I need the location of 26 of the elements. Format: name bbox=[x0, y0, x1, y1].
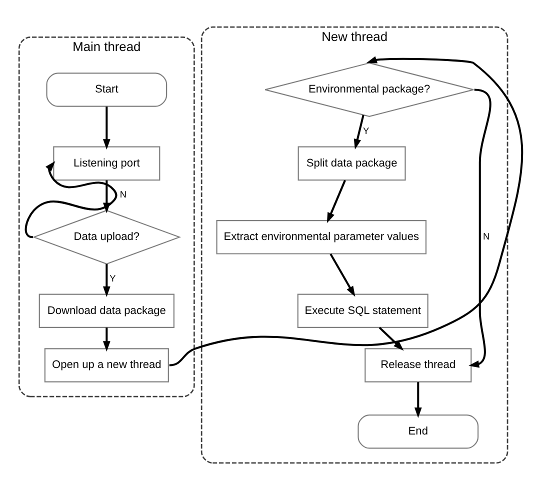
node-box: End bbox=[358, 414, 479, 449]
arrow bbox=[468, 88, 492, 368]
node-box: Extract environmental parameter values bbox=[216, 220, 427, 254]
node-box: Start bbox=[46, 72, 168, 107]
node-diamond: Data upload? bbox=[32, 210, 182, 264]
edge-label: N bbox=[120, 190, 127, 200]
node-box: Open up a new thread bbox=[44, 348, 169, 382]
arrow bbox=[169, 56, 524, 366]
arrow bbox=[102, 328, 110, 352]
arrow bbox=[414, 382, 422, 418]
node-box: Split data package bbox=[298, 146, 406, 181]
arrow bbox=[102, 264, 110, 297]
arrow bbox=[24, 161, 118, 238]
arrow bbox=[330, 254, 356, 297]
edge-label: Y bbox=[110, 273, 116, 284]
node-diamond: Environmental package? bbox=[264, 62, 474, 118]
edge-label: N bbox=[483, 231, 490, 242]
edge-label: Y bbox=[363, 126, 370, 136]
arrow bbox=[354, 114, 364, 150]
node-box: Execute SQL statement bbox=[297, 294, 428, 328]
arrow bbox=[102, 106, 110, 150]
node-box: Release thread bbox=[364, 348, 472, 382]
arrow bbox=[378, 326, 404, 351]
node-box: Download data package bbox=[38, 294, 174, 328]
arrow bbox=[326, 180, 346, 224]
node-box: Listening port bbox=[53, 146, 160, 181]
